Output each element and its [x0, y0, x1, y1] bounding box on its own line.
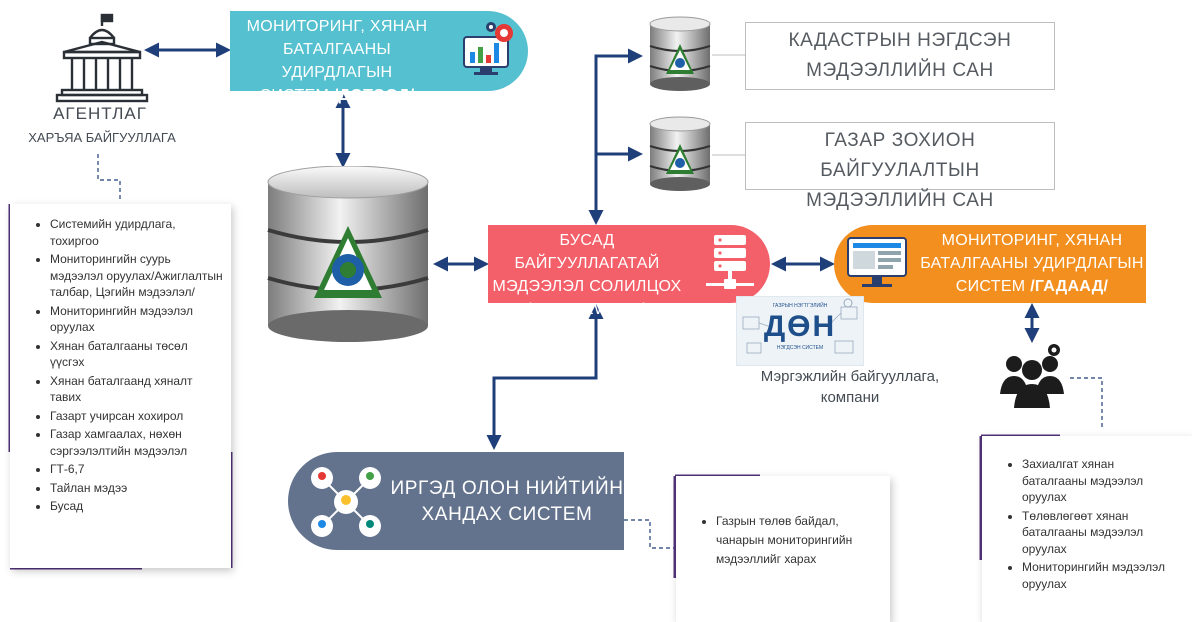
- central-database-icon: [264, 165, 432, 346]
- don-logo-bottom-text: НЭГДСЭН СИСТЕМ: [776, 345, 824, 351]
- agency-title: АГЕНТЛАГ: [53, 104, 147, 123]
- external-system-line1: МОНИТОРИНГ, ХЯНАН: [941, 232, 1123, 249]
- don-logo-top-text: ГАЗРЫН НЭГТГЭЛИЙН: [772, 303, 828, 309]
- land-db-line2: МЭДЭЭЛЛИЙН САН: [806, 190, 994, 211]
- desktop-dashboard-icon: [846, 234, 908, 294]
- feature-item: Газар хамгаалах, нөхөн сэргээлэлтийн мэд…: [50, 426, 225, 459]
- internal-system-line1: МОНИТОРИНГ, ХЯНАН: [246, 18, 428, 35]
- professional-feature-item: Төлөвлөгөөт хянан баталгааны мэдээлэл ор…: [1022, 508, 1170, 558]
- don-system-logo: ГАЗРЫН НЭГТГЭЛИЙН ДӨН НЭГДСЭН СИСТЕМ: [736, 296, 864, 366]
- external-system-tag: /ГАДААД/: [1030, 278, 1109, 295]
- users-group-icon: [996, 342, 1072, 412]
- feature-item: Хянан баталгааны төсөл үүсгэх: [50, 338, 225, 371]
- dashed-agency-list: [97, 154, 121, 200]
- monitor-analytics-icon: [458, 19, 520, 81]
- cadastre-db-line1: КАДАСТРЫН НЭГДСЭН: [788, 30, 1012, 51]
- external-system-line3: СИСТЕМ: [955, 278, 1031, 295]
- professional-org-label: Мэргэжлийн байгууллага, компани: [748, 366, 952, 408]
- land-management-database-icon: [648, 116, 712, 192]
- professional-feature-item: Мониторингийн мэдээлэл оруулах: [1022, 559, 1170, 592]
- feature-item: Системийн удирдлага, тохиргоо: [50, 216, 225, 249]
- agency-subtitle: ХАРЪЯА БАЙГУУЛЛАГА: [28, 130, 176, 145]
- professional-org-line2: компани: [820, 389, 880, 406]
- external-system-line2: БАТАЛГААНЫ УДИРДЛАГЫН: [920, 255, 1144, 272]
- citizen-system-line1: ИРГЭД ОЛОН НИЙТИЙН: [390, 478, 624, 499]
- cadastre-database-box: КАДАСТРЫН НЭГДСЭН МЭДЭЭЛЛИЙН САН: [745, 22, 1055, 90]
- arrow-middleware-cadastre: [588, 48, 643, 225]
- feature-item: Мониторингийн мэдээлэл оруулах: [50, 303, 225, 336]
- feature-item: ГТ-6,7: [50, 461, 225, 478]
- middleware-line2: МЭДЭЭЛЭЛ СОЛИЛЦОХ: [492, 278, 682, 295]
- internal-system-line2: БАТАЛГААНЫ УДИРДЛАГЫН: [281, 41, 393, 81]
- middleware-exchange-system: БУСАД БАЙГУУЛЛАГАТАЙ МЭДЭЭЛЭЛ СОЛИЛЦОХ (…: [488, 225, 770, 318]
- feature-item: Мониторингийн суурь мэдээлэл оруулах/Ажи…: [50, 251, 225, 301]
- land-db-line1: ГАЗАР ЗОХИОН БАЙГУУЛАЛТЫН: [820, 130, 980, 181]
- dashed-citizen-list: [624, 519, 676, 549]
- arrow-middleware-citizen: [486, 304, 604, 450]
- citizen-system-line2: ХАНДАХ СИСТЕМ: [421, 504, 593, 525]
- cadastre-database-icon: [648, 16, 712, 92]
- agency-building-icon: [54, 12, 150, 104]
- feature-item: Газарт учирсан хохирол: [50, 408, 225, 425]
- server-network-icon: [702, 231, 758, 297]
- citizen-feature-item: Газрын төлөв байдал, чанарын мониторинги…: [716, 512, 880, 569]
- citizen-features-card: Газрын төлөв байдал, чанарын мониторинги…: [676, 476, 890, 622]
- internal-system-line3: СИСТЕМ: [259, 87, 334, 104]
- middleware-line3: (MIDDLEWARE): [525, 301, 649, 318]
- cadastre-db-line2: МЭДЭЭЛЛИЙН САН: [806, 60, 994, 81]
- people-network-icon: [306, 462, 386, 542]
- land-management-database-box: ГАЗАР ЗОХИОН БАЙГУУЛАЛТЫН МЭДЭЭЛЛИЙН САН: [745, 122, 1055, 211]
- feature-item: Хянан баталгаанд хяналт тавих: [50, 373, 225, 406]
- professional-feature-item: Захиалгат хянан баталгааны мэдээлэл оруу…: [1022, 456, 1170, 506]
- professional-org-line1: Мэргэжлийн байгууллага,: [760, 368, 940, 385]
- feature-item: Бусад: [50, 498, 225, 515]
- external-monitoring-system: МОНИТОРИНГ, ХЯНАН БАТАЛГААНЫ УДИРДЛАГЫН …: [834, 225, 1146, 303]
- dashed-users-list: [1070, 377, 1103, 430]
- agency-features-card: Системийн удирдлага, тохиргоо Мониторинг…: [10, 204, 231, 568]
- middleware-line1: БУСАД БАЙГУУЛЛАГАТАЙ: [514, 232, 660, 272]
- professional-features-card: Захиалгат хянан баталгааны мэдээлэл оруу…: [982, 436, 1192, 622]
- internal-system-tag: /ДОТООД/: [333, 87, 415, 104]
- feature-item: Тайлан мэдээ: [50, 480, 225, 497]
- internal-monitoring-system: МОНИТОРИНГ, ХЯНАН БАТАЛГААНЫ УДИРДЛАГЫН …: [230, 11, 528, 104]
- citizen-access-system: ИРГЭД ОЛОН НИЙТИЙН ХАНДАХ СИСТЕМ: [288, 452, 624, 550]
- don-logo-text: ДӨН: [763, 310, 837, 343]
